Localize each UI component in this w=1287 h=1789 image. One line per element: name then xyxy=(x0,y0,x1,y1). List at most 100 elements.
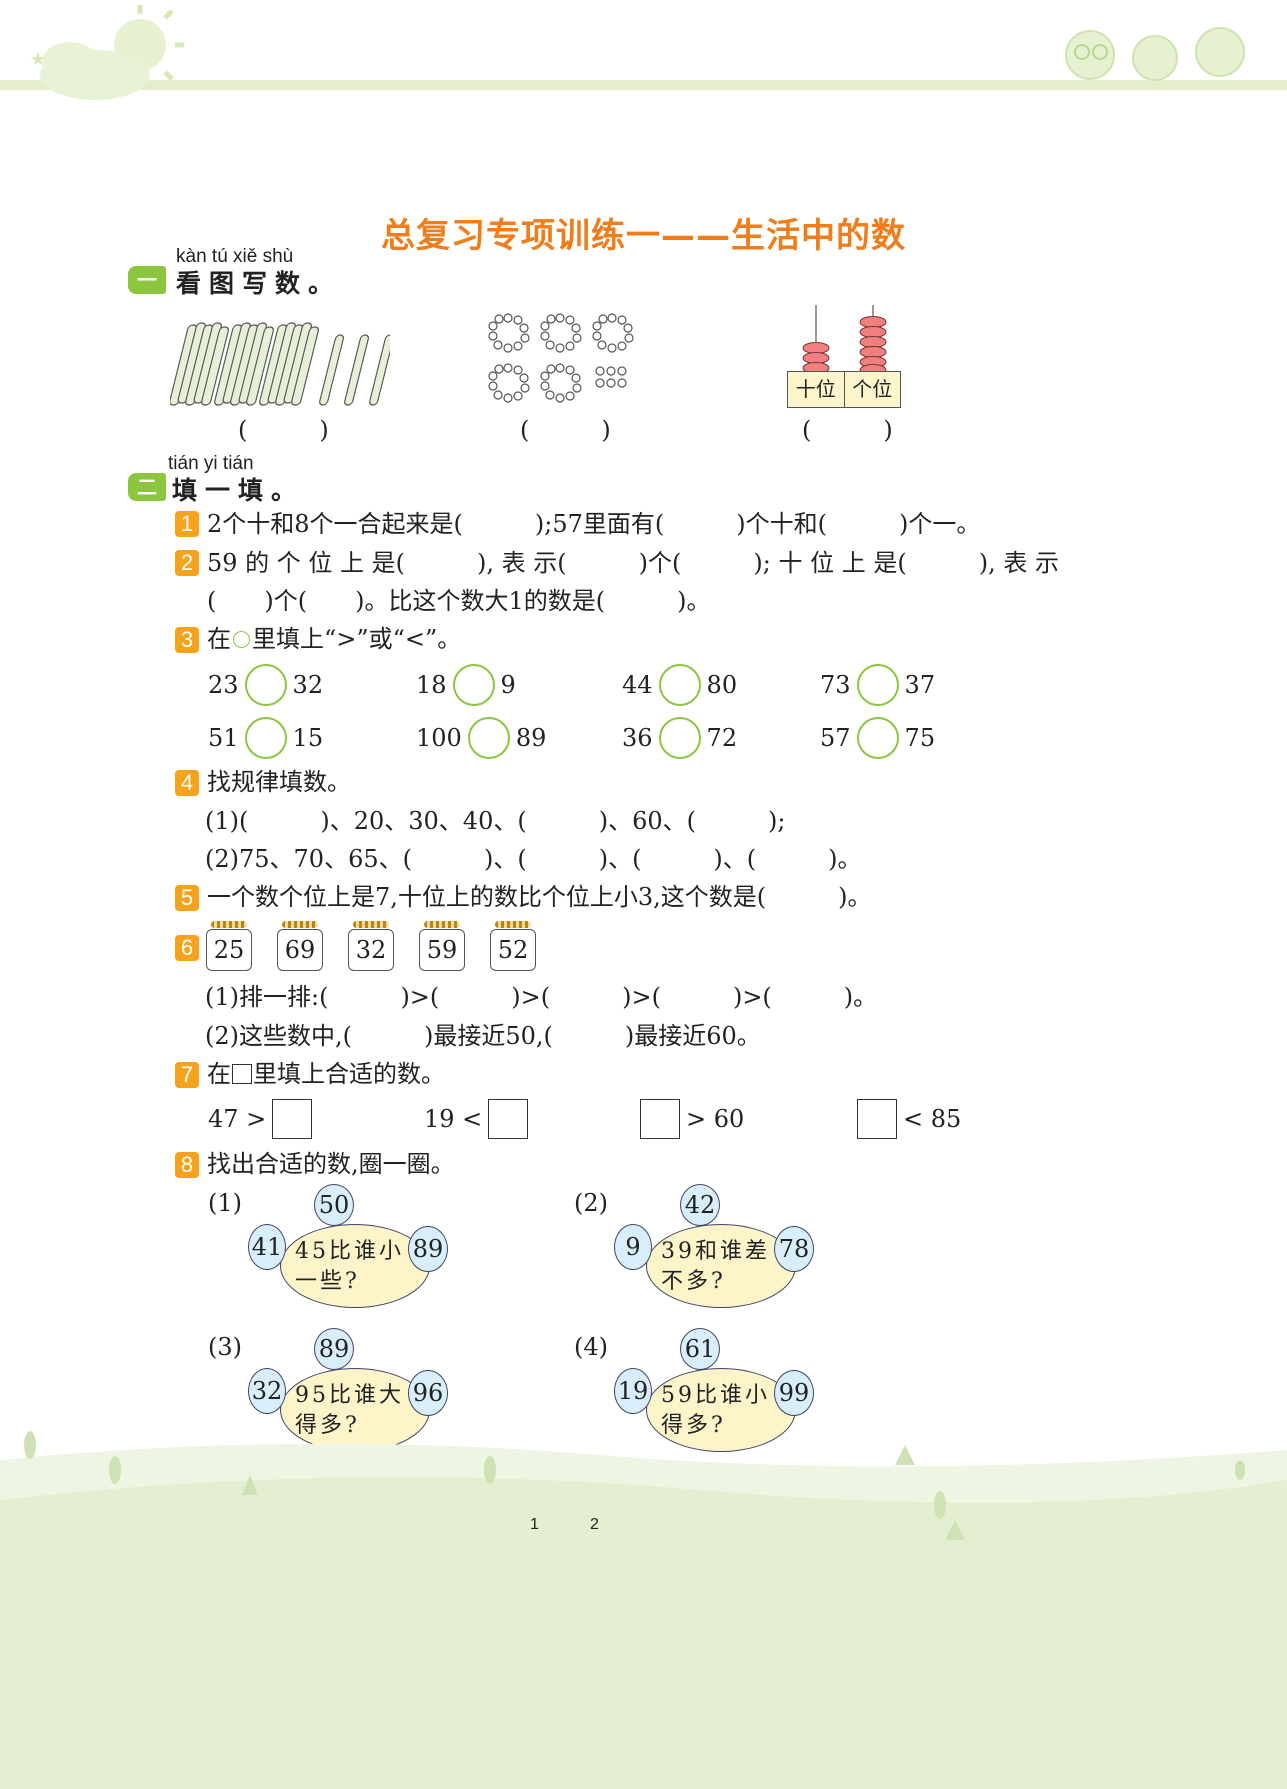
number-bubble-top[interactable]: 61 xyxy=(680,1328,720,1370)
answer-box[interactable] xyxy=(857,1099,897,1139)
section1-heading: 看图写数。 xyxy=(176,269,342,298)
hills-decoration xyxy=(0,1431,1287,1789)
header-band xyxy=(0,80,1287,90)
question-number: 7 xyxy=(175,1062,199,1088)
page-number-right: 2 xyxy=(590,1516,599,1533)
question-oval: 45比谁小一些? xyxy=(280,1224,430,1308)
answer-box[interactable] xyxy=(640,1099,680,1139)
tens-label: 十位 xyxy=(788,372,845,407)
compare-right: 72 xyxy=(706,724,738,752)
compare-right: 80 xyxy=(706,671,738,699)
small-circle-icon xyxy=(233,630,250,648)
question-number: 5 xyxy=(175,885,199,911)
number-bubble-left[interactable]: 9 xyxy=(614,1224,652,1270)
answer-box[interactable] xyxy=(272,1099,313,1139)
oval-line-1: 39和谁差 xyxy=(661,1239,770,1264)
answer-blank-sticks[interactable]: ( ) xyxy=(238,416,329,444)
answer-box[interactable] xyxy=(488,1099,529,1139)
oval-line-2: 一些? xyxy=(295,1269,360,1294)
section2-heading: 填一填。 xyxy=(172,476,305,505)
compare-right: 37 xyxy=(904,671,936,699)
ones-label: 个位 xyxy=(852,377,893,401)
compare-left: 23 xyxy=(208,671,239,699)
number-jar: 52 xyxy=(490,921,536,971)
oval-line-2: 得多? xyxy=(661,1413,726,1438)
number-bubble-right[interactable]: 78 xyxy=(774,1226,814,1272)
compare-circle-blank[interactable] xyxy=(244,664,287,706)
compare-circle-blank[interactable] xyxy=(856,717,899,759)
question-number: 1 xyxy=(175,511,199,537)
number-bubble-right[interactable]: 89 xyxy=(408,1226,448,1272)
number-bubble-right[interactable]: 99 xyxy=(774,1370,814,1416)
compare-circle-blank[interactable] xyxy=(452,664,495,706)
compare-circle-blank[interactable] xyxy=(658,717,701,759)
number-jar: 25 xyxy=(206,921,252,971)
compare-right: 32 xyxy=(292,671,324,699)
box-left-text: 47 > xyxy=(208,1105,267,1133)
question-oval: 95比谁大得多? xyxy=(280,1368,430,1452)
question-number: 2 xyxy=(175,550,199,576)
page-title: 总复习专项训练一——生活中的数 xyxy=(381,216,906,256)
question-number: 4 xyxy=(175,770,199,796)
question-2-text-cont: ( )个( )。比这个数大1的数是( )。 xyxy=(207,587,711,615)
question-oval: 59比谁小得多? xyxy=(646,1368,796,1452)
question-3-text: 在 里填上“>”或“<”。 xyxy=(207,624,461,654)
fill-box-item: 47 > xyxy=(208,1099,313,1139)
question-number: 8 xyxy=(175,1152,199,1178)
oval-line-1: 45比谁小 xyxy=(295,1239,404,1264)
question-6-line-2: (2)这些数中,( )最接近50,( )最接近60。 xyxy=(205,1022,761,1050)
section1-pinyin: kàn tú xiě shù xyxy=(176,246,294,267)
group-label: (4) xyxy=(574,1333,608,1361)
number-bubble-top[interactable]: 42 xyxy=(680,1184,720,1226)
oval-line-1: 95比谁大 xyxy=(295,1383,404,1408)
compare-circle-blank[interactable] xyxy=(856,664,899,706)
number-bubble-top[interactable]: 89 xyxy=(314,1328,354,1370)
section2-badge: 二 xyxy=(128,473,166,501)
question-4-text: 找规律填数。 xyxy=(207,768,351,796)
compare-left: 36 xyxy=(622,724,653,752)
dots-groups-image xyxy=(488,313,634,403)
fill-box-item: < 85 xyxy=(857,1099,961,1139)
box-right-text: < 85 xyxy=(903,1105,962,1133)
number-jar: 32 xyxy=(348,921,394,971)
abacus-place-labels: 十位 个位 xyxy=(787,371,901,408)
compare-circle-blank[interactable] xyxy=(244,717,287,759)
q7-text-b: 里填上合适的数。 xyxy=(253,1060,445,1088)
question-number: 3 xyxy=(175,627,199,653)
compare-circle-blank[interactable] xyxy=(467,717,510,759)
number-bubble-left[interactable]: 32 xyxy=(248,1368,286,1414)
number-bubble-top[interactable]: 50 xyxy=(314,1184,354,1226)
question-8-text: 找出合适的数,圈一圈。 xyxy=(207,1150,455,1178)
compare-right: 15 xyxy=(292,724,324,752)
compare-right: 75 xyxy=(904,724,936,752)
page-number-left: 1 xyxy=(530,1516,539,1533)
number-jar: 69 xyxy=(277,921,323,971)
q3-text-a: 在 xyxy=(207,625,231,653)
section1-badge: 一 xyxy=(128,266,166,294)
animal-faces-decoration xyxy=(1065,27,1245,81)
group-label: (1) xyxy=(208,1189,242,1217)
number-bubble-left[interactable]: 41 xyxy=(248,1224,286,1270)
compare-left: 18 xyxy=(416,671,447,699)
oval-line-2: 得多? xyxy=(295,1413,360,1438)
answer-blank-dots[interactable]: ( ) xyxy=(520,416,611,444)
answer-blank-abacus[interactable]: ( ) xyxy=(802,416,893,444)
compare-circle-blank[interactable] xyxy=(658,664,701,706)
question-1-text: 2个十和8个一合起来是( );57里面有( )个十和( )个一。 xyxy=(207,510,981,538)
group-label: (3) xyxy=(208,1333,242,1361)
number-bubble-right[interactable]: 96 xyxy=(408,1370,448,1416)
comparison-item: 23 32 xyxy=(208,664,323,706)
question-5-text: 一个数个位上是7,十位上的数比个位上小3,这个数是( )。 xyxy=(207,883,872,911)
section2-pinyin: tián yi tián xyxy=(168,453,254,474)
number-bubble-left[interactable]: 19 xyxy=(614,1368,652,1414)
q3-text-b: 里填上“>”或“<”。 xyxy=(252,625,462,653)
small-square-icon xyxy=(232,1064,252,1084)
number-jar: 59 xyxy=(419,921,465,971)
question-number: 6 xyxy=(175,935,199,961)
